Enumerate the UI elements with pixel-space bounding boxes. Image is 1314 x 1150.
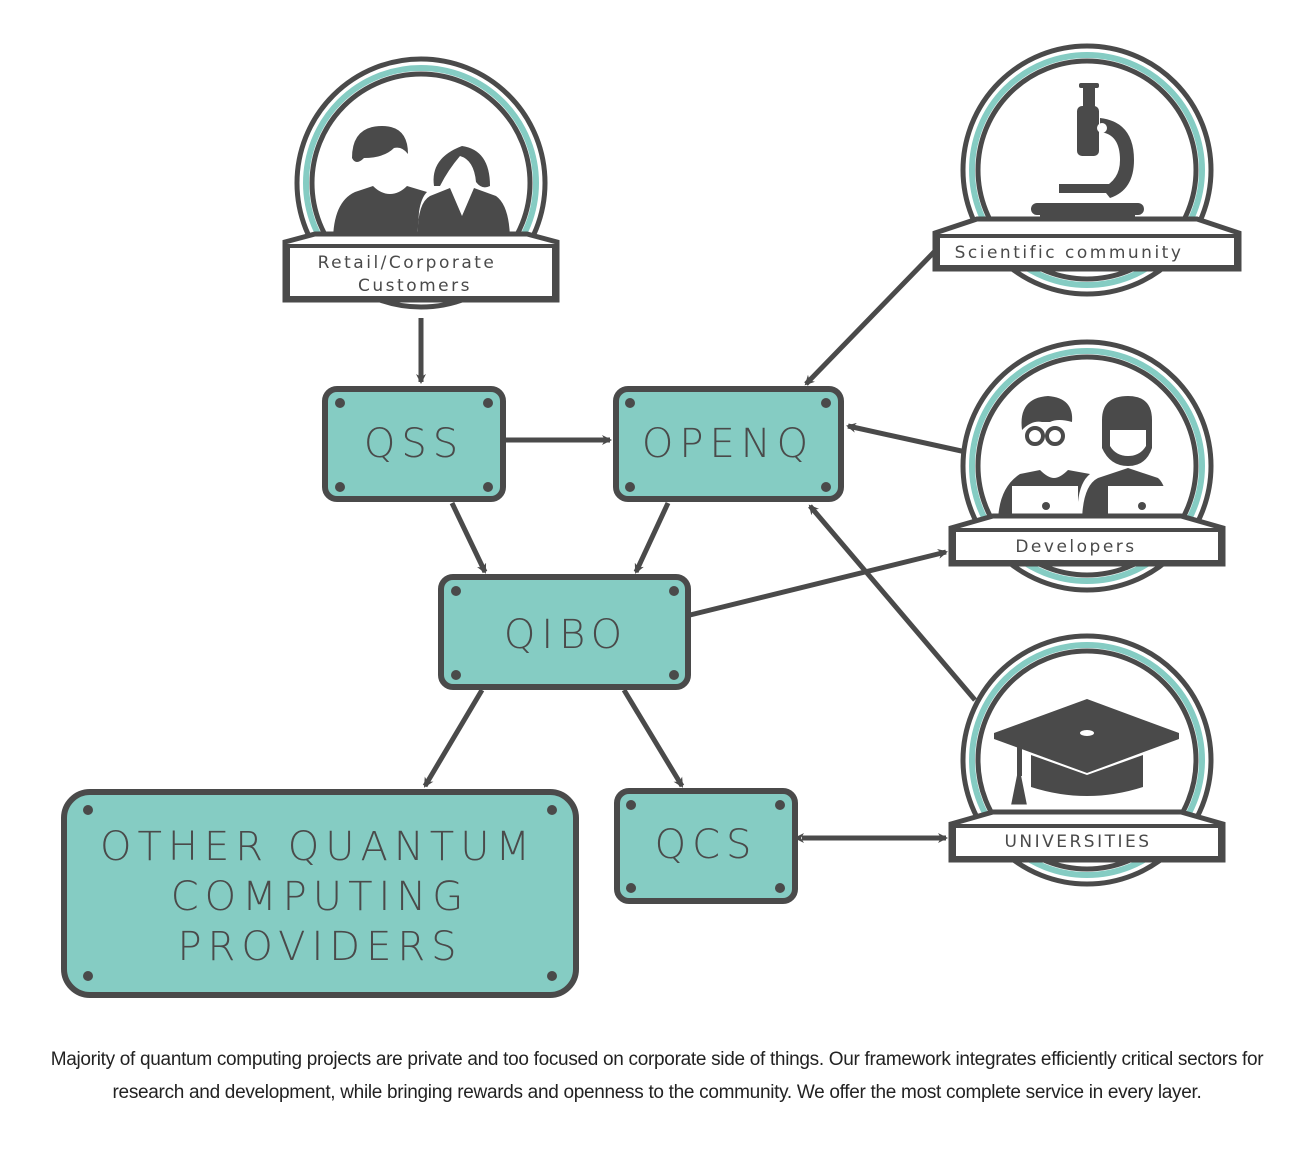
box-openq-label: OPENQ (642, 421, 814, 467)
badge-universities-label: UNIVERSITIES (1004, 832, 1151, 852)
edge-universities-to-openq (808, 504, 977, 702)
edge-openq-to-qibo (633, 501, 671, 574)
edge-developers-to-openq (846, 422, 967, 455)
badge-scientific-label: Scientific community (955, 243, 1184, 263)
badge-scientific[interactable]: Scientific community (932, 43, 1242, 297)
graduation-cap-icon (994, 699, 1179, 805)
edges (416, 248, 977, 843)
box-qibo-label: QIBO (504, 612, 628, 658)
edge-qibo-to-qcs (621, 688, 685, 788)
people-icon (333, 126, 510, 242)
badge-customers[interactable]: Retail/Corporate Customers (282, 56, 560, 310)
box-qcs[interactable]: QCS (614, 788, 798, 904)
edge-qibo-to-developers (689, 549, 948, 618)
quantum-ecosystem-diagram: QSS OPENQ QIBO QCS OTHER QUANTUM COMPUTI… (61, 43, 1242, 998)
badge-developers-label: Developers (1015, 537, 1136, 557)
edge-qibo-to-other (422, 688, 485, 788)
box-other-label-line2: COMPUTING (171, 874, 469, 920)
caption: Majority of quantum computing projects a… (50, 1049, 1264, 1103)
badge-developers[interactable]: Developers (948, 339, 1226, 593)
edge-qss-to-qibo (449, 501, 488, 574)
box-qibo[interactable]: QIBO (438, 574, 691, 690)
box-qss[interactable]: QSS (322, 386, 506, 502)
badge-universities[interactable]: UNIVERSITIES (948, 633, 1226, 887)
badge-customers-label-line2: Customers (358, 276, 472, 296)
box-other-providers[interactable]: OTHER QUANTUM COMPUTING PROVIDERS (61, 789, 579, 998)
badge-customers-label-line1: Retail/Corporate (318, 253, 497, 273)
developers-icon (998, 396, 1174, 526)
box-openq[interactable]: OPENQ (613, 386, 844, 502)
box-qss-label: QSS (364, 421, 464, 467)
box-qcs-label: QCS (655, 822, 758, 868)
box-other-label-line3: PROVIDERS (177, 924, 462, 970)
box-other-label-line1: OTHER QUANTUM (100, 824, 536, 870)
edge-scientific-to-openq (804, 248, 938, 386)
